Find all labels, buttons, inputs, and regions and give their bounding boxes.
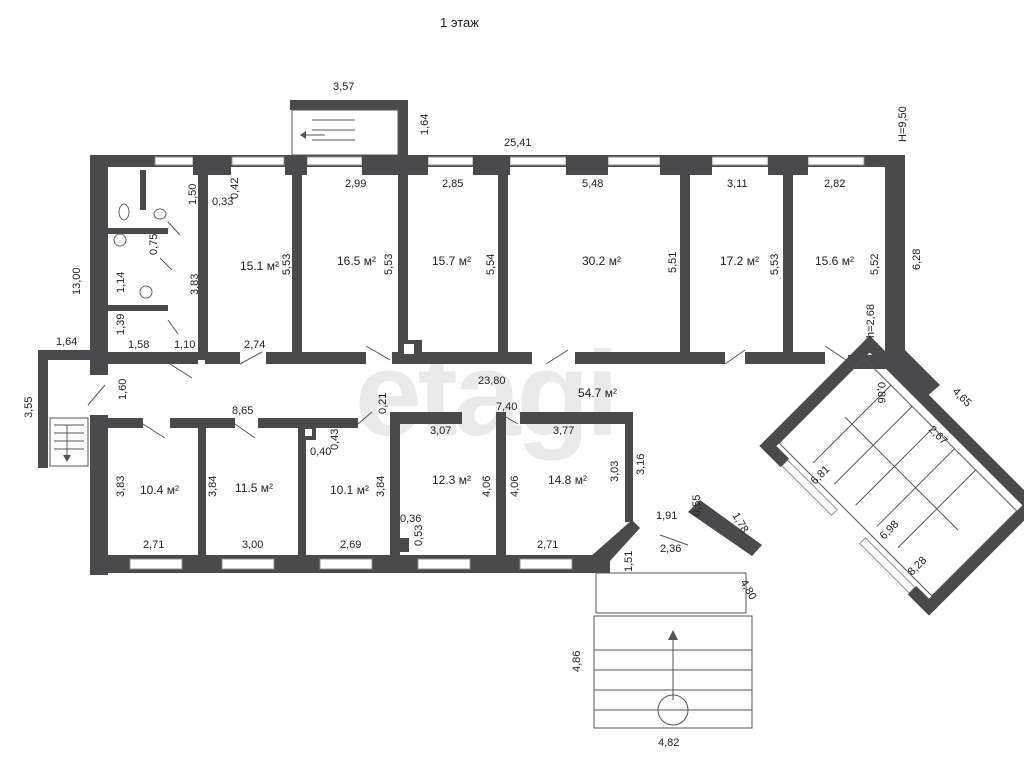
room-area-4: 30.2 м²: [582, 254, 621, 268]
dim-bevel-g: 4,80: [737, 578, 758, 603]
room-area-11: 14.8 м²: [548, 473, 587, 487]
dim-r7-width: 2,71: [143, 539, 164, 551]
dim-pillar-c: 0,21: [377, 393, 389, 414]
dim-angle-b: 4,65: [950, 386, 974, 410]
dim-r3-height: 5,54: [485, 254, 497, 275]
dim-r10-width: 3,07: [430, 425, 451, 437]
front-porch: [593, 572, 753, 729]
dim-r2-height: 5,53: [383, 254, 395, 275]
doors: [87, 221, 847, 546]
dim-r9-width: 2,69: [340, 539, 361, 551]
dim-r3-width: 2,85: [442, 178, 463, 190]
room-area-5: 17.2 м²: [720, 254, 759, 268]
dim-wc-3: 1,14: [115, 272, 127, 293]
dim-pillar-e: 0,40: [310, 446, 331, 458]
dim-pillar-g: 0,53: [413, 525, 425, 546]
dim-r4-height: 5,51: [667, 252, 679, 273]
dim-pillar-f: 0,36: [400, 513, 421, 525]
room-area-corridor: 54.7 м²: [578, 386, 617, 400]
dim-wc-1: 1,50: [187, 184, 199, 205]
dim-r5-width: 3,11: [727, 178, 748, 190]
dim-wc-2: 0,75: [148, 234, 160, 255]
room-areas: 15.1 м² 16.5 м² 15.7 м² 30.2 м² 17.2 м² …: [140, 254, 854, 497]
dim-left-entry-a: 1,64: [56, 336, 77, 348]
dim-corridor-width: 1,60: [117, 379, 129, 400]
dim-stair-r-d: 8,28: [906, 554, 930, 578]
room-area-1: 15.1 м²: [240, 259, 279, 273]
dim-wc-7: 3,83: [189, 274, 201, 295]
dim-r11-width: 3,77: [553, 425, 574, 437]
room-area-10: 12.3 м²: [432, 473, 471, 487]
dim-r6-width: 2,82: [824, 178, 845, 190]
dim-left-wall: 13,00: [71, 267, 83, 295]
dim-r7-height: 3,83: [115, 476, 127, 497]
dim-left-entry-b: 3,55: [23, 397, 35, 418]
dim-bevel-a: 3,16: [635, 454, 647, 475]
dim-wc-5: 1,58: [128, 339, 149, 351]
dim-top-stair-depth: 1,64: [419, 114, 431, 135]
dim-r8-height: 3,84: [207, 476, 219, 497]
dim-ceiling-height: h=2,68: [865, 304, 877, 338]
dim-bevel-d: 1,51: [623, 551, 635, 572]
room-area-6: 15.6 м²: [815, 254, 854, 268]
top-staircase: [290, 100, 408, 162]
dim-r1-pillar-a: 0,42: [229, 178, 241, 199]
dim-angle-a: 0,86: [875, 382, 887, 403]
room-area-7: 10.4 м²: [140, 483, 179, 497]
dim-r10-height: 4,06: [481, 476, 493, 497]
dim-bevel-e: 2,36: [660, 543, 681, 555]
wc-fixtures: [113, 203, 167, 299]
interior-walls: [108, 155, 825, 562]
dim-building-length: 25,41: [504, 137, 532, 149]
room-area-8: 11.5 м²: [235, 481, 273, 495]
dim-r11-height-right: 3,03: [609, 461, 621, 482]
dim-r11-bottom: 2,71: [537, 539, 558, 551]
dim-r6-height: 5,52: [869, 254, 881, 275]
dim-porch-depth: 4,86: [571, 651, 583, 672]
room-area-9: 10.1 м²: [330, 483, 369, 497]
dim-r1-pillar-b: 0,33: [212, 196, 233, 208]
dim-wc-4: 1,39: [115, 314, 127, 335]
dim-right-wall: 6,28: [911, 249, 923, 270]
right-staircase: [759, 335, 1024, 616]
dim-r1-width: 2,74: [244, 339, 265, 351]
dim-r5-height: 5,53: [769, 254, 781, 275]
dim-top-stair-width: 3,57: [333, 81, 354, 93]
dim-r11-height-left: 4,06: [509, 476, 521, 497]
dim-stair-r-a: 6,81: [809, 463, 833, 487]
dim-wc-6: 1,10: [174, 339, 195, 351]
left-entry: [38, 350, 108, 468]
floor-title: 1 этаж: [440, 15, 479, 30]
dim-porch-width: 4,82: [658, 737, 679, 749]
dim-r1-height: 5,53: [281, 254, 293, 275]
dim-r9-height: 3,84: [375, 476, 387, 497]
dim-bevel-b: 1,91: [656, 510, 677, 522]
room-area-2: 16.5 м²: [337, 254, 376, 268]
dim-r4-width: 5,48: [582, 178, 603, 190]
dim-building-height: H=9,50: [897, 106, 909, 142]
dim-pillar-d: 0,43: [329, 429, 341, 450]
dim-corridor-a: 8,65: [232, 405, 253, 417]
dim-bevel-c: 0,55: [691, 495, 703, 516]
dim-corridor-length: 23,80: [478, 375, 506, 387]
dim-corridor-b: 7,40: [496, 401, 517, 413]
dim-r2-width: 2,99: [345, 178, 366, 190]
room-area-3: 15.7 м²: [432, 254, 471, 268]
dim-r8-width: 3,00: [242, 539, 263, 551]
